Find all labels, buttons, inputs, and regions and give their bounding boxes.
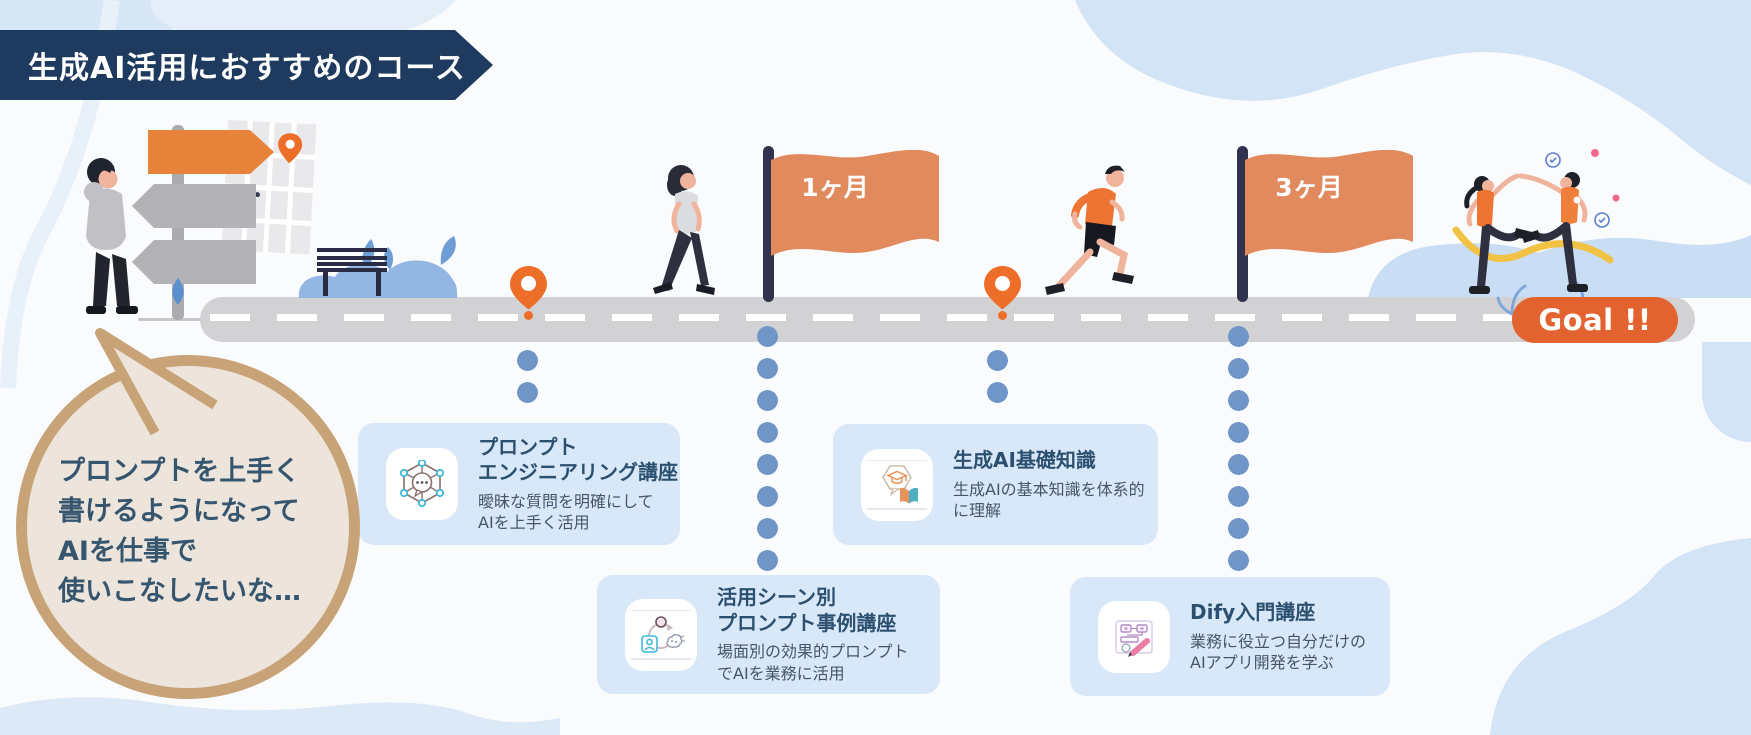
page-title: 生成AI活用におすすめのコース <box>28 51 466 86</box>
course-description: 曖昧な質問を明確にして AIを上手く活用 <box>478 491 654 533</box>
background-mound-goal <box>1368 235 1751 298</box>
course-description: 場面別の効果的プロンプト でAIを業務に活用 <box>717 642 909 683</box>
course-icon-tile <box>625 598 697 671</box>
course-card-prompt-case-studies[interactable]: 活用シーン別 プロンプト事例講座 場面別の効果的プロンプト でAIを業務に活用 <box>597 575 940 694</box>
background-blob-bottom-right <box>1490 538 1751 735</box>
goal-badge: Goal !! <box>1512 297 1678 343</box>
check-circle-icon <box>1594 212 1610 228</box>
course-description: 生成AIの基本知識を体系的 に理解 <box>953 479 1145 520</box>
course-card-dify-intro[interactable]: Dify入門講座 業務に役立つ自分だけの AIアプリ開発を学ぶ <box>1070 577 1390 696</box>
flag-cloth <box>771 150 939 256</box>
network-chat-icon <box>399 460 445 508</box>
location-pin-2-dot <box>998 311 1007 320</box>
workflow-pencil-icon <box>1115 619 1153 657</box>
background-wave-bottom-left <box>0 697 560 735</box>
dotted-connector-4 <box>1228 326 1249 582</box>
bench-illustration <box>298 236 458 298</box>
course-title: Dify入門講座 <box>1190 600 1316 625</box>
background-blob-top-right <box>1075 0 1751 185</box>
course-icon-tile <box>1098 600 1170 673</box>
celebration-illustration <box>1452 149 1620 316</box>
signpost-man-illustration <box>84 119 317 320</box>
location-pin-2 <box>984 266 1021 310</box>
dotted-connector-2 <box>757 326 778 582</box>
flag-cloth <box>1245 150 1413 256</box>
milestone-flag-1: 1ヶ月 <box>763 146 943 306</box>
course-card-prompt-engineering[interactable]: プロンプト エンジニアリング講座 曖昧な質問を明確にして AIを上手く活用 <box>358 423 680 545</box>
course-title: 生成AI基礎知識 <box>953 448 1096 473</box>
milestone-flag-2: 3ヶ月 <box>1237 146 1417 306</box>
course-title: プロンプト エンジニアリング講座 <box>478 434 678 485</box>
title-banner: 生成AI活用におすすめのコース <box>0 30 493 100</box>
dotted-connector-3 <box>987 350 1008 414</box>
milestone-label: 3ヶ月 <box>1275 173 1343 202</box>
walking-person-illustration <box>653 165 715 295</box>
course-icon-tile <box>861 448 933 521</box>
course-description: 業務に役立つ自分だけの AIアプリ開発を学ぶ <box>1190 631 1367 672</box>
goal-label: Goal !! <box>1538 303 1652 337</box>
check-circle-icon <box>1545 152 1561 168</box>
cycle-person-ai-icon <box>641 615 685 653</box>
milestone-label: 1ヶ月 <box>801 173 869 202</box>
location-pin-1-dot <box>524 311 533 320</box>
graduation-book-icon <box>882 464 918 503</box>
location-pin-1 <box>510 266 547 310</box>
flag-pole <box>763 146 774 302</box>
running-person-illustration <box>1045 165 1134 295</box>
course-icon-tile <box>386 448 458 520</box>
speech-bubble-tail <box>95 328 218 436</box>
background-blob-right-edge <box>1702 342 1751 442</box>
road-center-dashes <box>210 314 1512 321</box>
flag-pole <box>1237 146 1248 302</box>
course-card-genai-basics[interactable]: 生成AI基礎知識 生成AIの基本知識を体系的 に理解 <box>833 424 1158 545</box>
speech-bubble-text: プロンプトを上手く 書けるようになって AIを仕事で 使いこなしたいな… <box>58 456 301 607</box>
course-title: 活用シーン別 プロンプト事例講座 <box>717 585 897 635</box>
dotted-connector-1 <box>517 350 538 414</box>
